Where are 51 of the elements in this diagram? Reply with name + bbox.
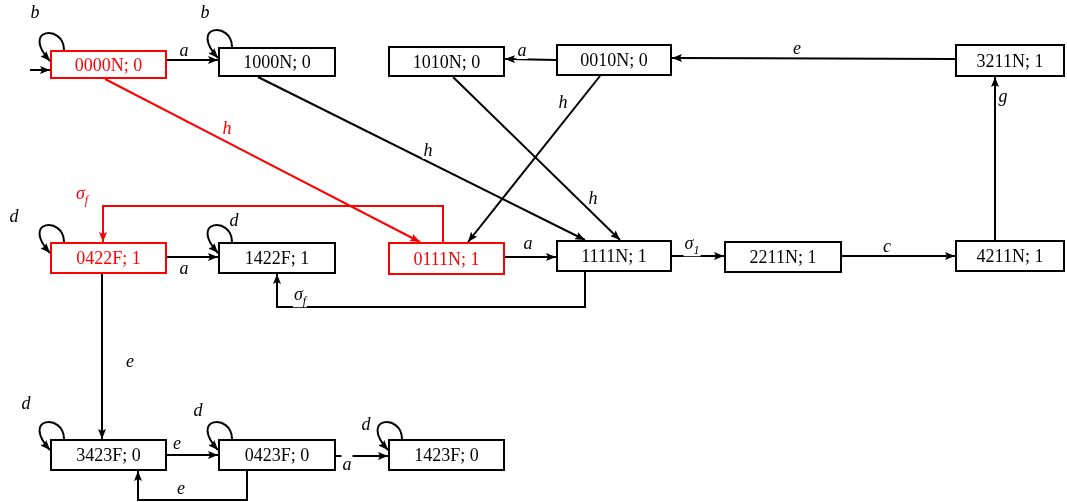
state-box: 0111N; 1 xyxy=(388,242,505,275)
transition-arrow xyxy=(257,76,586,241)
state-box: 2211N; 1 xyxy=(724,241,842,273)
edge-label: b xyxy=(29,3,41,21)
self-loop-arrow xyxy=(206,224,233,254)
edge-label: d xyxy=(20,394,32,412)
edge-label: a xyxy=(341,455,353,473)
self-loop-arrow xyxy=(206,421,233,451)
state-box: 1423F; 0 xyxy=(388,439,505,471)
transition-arrow xyxy=(467,75,601,243)
state-box: 0000N; 0 xyxy=(50,50,167,79)
self-loop-arrow xyxy=(376,421,403,451)
transition-arrow xyxy=(991,76,999,241)
state-box: 0010N; 0 xyxy=(556,44,672,76)
state-box: 3423F; 0 xyxy=(50,439,167,471)
state-box: 1010N; 0 xyxy=(388,46,505,77)
transition-arrow xyxy=(452,76,621,241)
transition-arrow xyxy=(273,271,586,308)
edge-label: b xyxy=(199,3,211,21)
transition-arrow xyxy=(335,452,389,460)
state-box: 1000N; 0 xyxy=(218,47,336,77)
edge-label: h xyxy=(221,119,233,137)
state-box: 1422F; 1 xyxy=(218,242,336,274)
transition-arrow xyxy=(134,470,248,501)
self-loop-arrow xyxy=(38,224,65,254)
transition-arrow xyxy=(166,253,219,261)
transition-arrow xyxy=(841,252,956,260)
state-box: 1111N; 1 xyxy=(556,240,672,272)
edge-label: h xyxy=(587,189,599,207)
transition-arrow xyxy=(99,205,444,243)
edge-label: d xyxy=(228,211,240,229)
state-box: 0422F; 1 xyxy=(50,242,167,274)
state-box: 4211N; 1 xyxy=(955,240,1065,272)
transition-arrow xyxy=(504,55,557,64)
edge-label: h xyxy=(557,93,569,111)
edge-label: d xyxy=(192,401,204,419)
state-box: 3211N; 1 xyxy=(955,44,1065,77)
edge-label: d xyxy=(360,415,372,433)
transition-arrow xyxy=(98,273,106,440)
start-arrow xyxy=(29,66,51,74)
transition-arrow xyxy=(504,253,557,261)
transition-arrow xyxy=(671,54,956,63)
transition-arrow xyxy=(104,78,421,243)
self-loop-arrow xyxy=(38,421,65,451)
self-loop-arrow xyxy=(38,32,65,62)
state-box: 0423F; 0 xyxy=(218,439,336,471)
edge-label: d xyxy=(8,207,20,225)
transition-arrow xyxy=(166,451,219,459)
edge-label: h xyxy=(422,141,434,159)
transition-arrow xyxy=(166,56,219,64)
self-loop-arrow xyxy=(206,29,233,59)
